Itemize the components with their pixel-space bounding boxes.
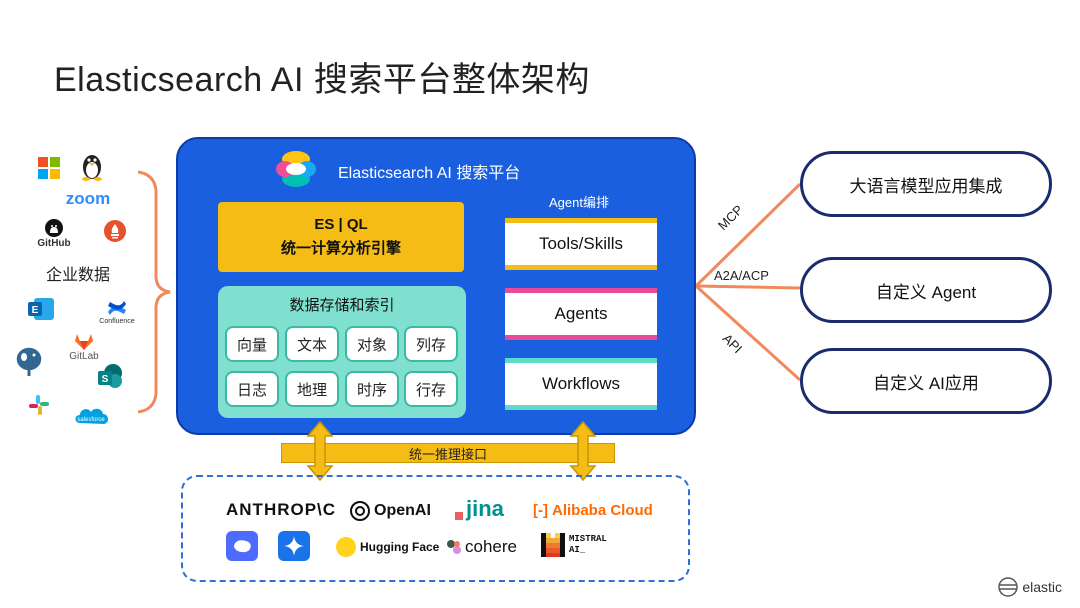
prometheus-icon xyxy=(103,219,127,243)
github-icon: GitHub xyxy=(36,216,72,250)
deepseek-logo xyxy=(226,531,258,561)
gitlab-label: GitLab xyxy=(69,350,99,362)
esql-title: ES | QL xyxy=(314,216,368,233)
cohere-logo: cohere xyxy=(446,537,517,557)
huggingface-icon xyxy=(336,537,356,557)
custom-ai-app: 自定义 AI应用 xyxy=(800,348,1052,414)
esql-subtitle: 统一计算分析引擎 xyxy=(280,240,401,257)
exchange-icon: E xyxy=(26,296,56,322)
openai-label: OpenAI xyxy=(374,502,431,519)
cohere-label: cohere xyxy=(465,537,517,556)
custom-agent: 自定义 Agent xyxy=(800,257,1052,323)
alibaba-label: Alibaba Cloud xyxy=(552,502,653,519)
page-title: Elasticsearch AI 搜索平台整体架构 xyxy=(54,61,590,99)
tools-skills-box: Tools/Skills xyxy=(505,218,657,270)
slack-icon xyxy=(28,394,50,416)
zoom-icon: zoom xyxy=(65,189,111,208)
enterprise-data-label: 企业数据 xyxy=(46,267,111,284)
salesforce-label: salesforce xyxy=(77,417,105,423)
api-line xyxy=(694,284,802,382)
inference-arrow-left xyxy=(306,420,334,482)
svg-text:E: E xyxy=(32,305,39,316)
alibaba-icon: [-] xyxy=(533,502,548,519)
deepseek-icon xyxy=(226,531,258,561)
storage-cell-text: 文本 xyxy=(285,326,339,362)
agent-orchestration-label: Agent编排 xyxy=(549,195,609,210)
a2a-line xyxy=(695,284,801,290)
sharepoint-icon: S xyxy=(96,363,124,391)
confluence-icon: Confluence xyxy=(94,294,140,328)
huggingface-label: Hugging Face xyxy=(360,540,440,554)
storage-cell-vector: 向量 xyxy=(225,326,279,362)
elastic-brand-label: elastic xyxy=(1022,579,1062,595)
anthropic-logo: ANTHROP\C xyxy=(226,500,337,519)
jina-dot-icon xyxy=(455,512,463,520)
storage-cell-columnar: 列存 xyxy=(404,326,458,362)
elastic-brand-icon xyxy=(998,577,1019,597)
agents-box: Agents xyxy=(505,288,657,340)
brace-line xyxy=(137,170,171,414)
salesforce-icon: salesforce xyxy=(72,403,112,429)
windows-icon xyxy=(38,157,60,179)
inference-arrow-right xyxy=(569,420,597,482)
postgres-icon xyxy=(12,344,46,378)
esql-engine-box: ES | QL 统一计算分析引擎 xyxy=(218,202,464,272)
llm-app-integration: 大语言模型应用集成 xyxy=(800,151,1052,217)
mistral-icon xyxy=(541,533,565,557)
gemini-logo xyxy=(278,531,310,561)
mistral-logo: MISTRAL AI_ xyxy=(541,533,607,557)
confluence-label: Confluence xyxy=(99,317,135,325)
elastic-logo-icon xyxy=(274,149,318,189)
storage-cell-object: 对象 xyxy=(345,326,399,362)
github-label: GitHub xyxy=(37,237,71,249)
mcp-line xyxy=(694,182,802,288)
storage-cell-logs: 日志 xyxy=(225,371,279,407)
model-providers-box xyxy=(181,475,690,582)
storage-cell-geo: 地理 xyxy=(285,371,339,407)
elastic-brand: elastic xyxy=(997,576,1062,598)
jina-label: jina xyxy=(466,496,504,521)
alibaba-cloud-logo: [-] Alibaba Cloud xyxy=(533,502,653,519)
mistral-label-line1: MISTRAL xyxy=(569,534,607,544)
mistral-label-line2: AI_ xyxy=(569,545,586,555)
storage-title: 数据存储和索引 xyxy=(289,297,395,314)
platform-title: Elasticsearch AI 搜索平台 xyxy=(338,165,521,182)
cohere-icon xyxy=(447,540,461,554)
storage-cell-timeseries: 时序 xyxy=(345,371,399,407)
jina-logo: jina xyxy=(455,496,504,522)
workflows-box: Workflows xyxy=(505,358,657,410)
huggingface-logo: Hugging Face xyxy=(336,537,439,557)
a2a-label: A2A/ACP xyxy=(714,268,769,283)
openai-icon xyxy=(350,501,370,521)
storage-cell-row: 行存 xyxy=(404,371,458,407)
linux-icon xyxy=(80,151,104,181)
unified-inference-bar: 统一推理接口 xyxy=(281,443,615,463)
svg-text:S: S xyxy=(102,374,109,385)
gemini-icon xyxy=(278,531,310,561)
gitlab-icon: GitLab xyxy=(64,330,104,364)
openai-logo: OpenAI xyxy=(349,500,431,522)
